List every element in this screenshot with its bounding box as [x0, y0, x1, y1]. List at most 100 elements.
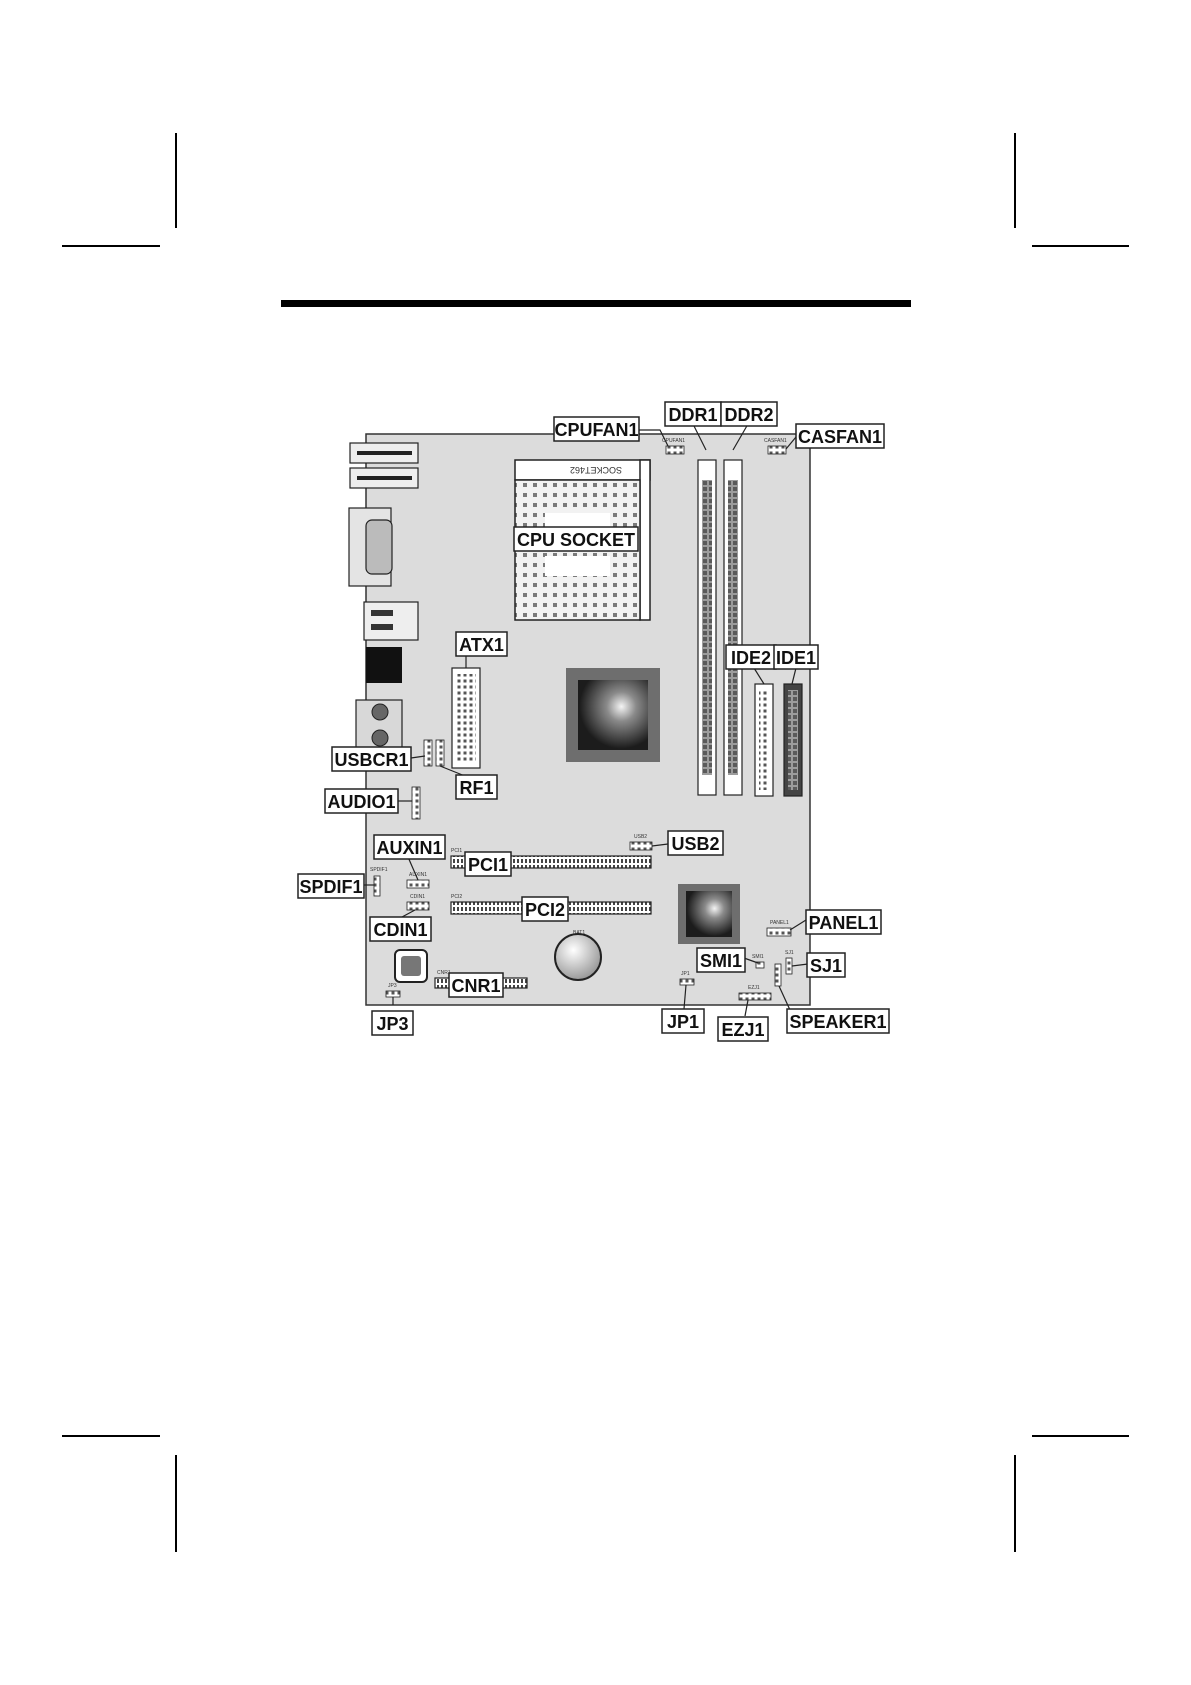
- auxin1-header: [407, 880, 429, 888]
- callout-pci1-text: PCI1: [468, 855, 508, 875]
- callout-ezj1-text: EZJ1: [721, 1020, 764, 1040]
- callout-cnr1: CNR1: [449, 973, 503, 997]
- callout-cdin1-text: CDIN1: [373, 920, 427, 940]
- callout-cpu-socket: CPU SOCKET: [514, 527, 638, 551]
- callout-panel1: PANEL1: [806, 910, 881, 934]
- callout-usb2: USB2: [668, 831, 723, 855]
- jp3-marking: JP3: [388, 983, 397, 989]
- ide1-connector-pins: [788, 690, 798, 790]
- callout-jp1-text: JP1: [667, 1012, 699, 1032]
- callout-casfan1: CASFAN1: [796, 424, 884, 448]
- usb-port-slot-2: [371, 624, 393, 630]
- socket-lever-arm: [640, 460, 650, 620]
- serial-port-connector: [366, 520, 392, 574]
- callout-smi1-text: SMI1: [700, 951, 742, 971]
- usb2-header: [630, 842, 652, 850]
- callout-cpu-socket-text: CPU SOCKET: [517, 530, 635, 550]
- usbcr1-header: [424, 740, 432, 766]
- ezj1-header: [739, 993, 771, 1000]
- callout-ddr2-text: DDR2: [724, 405, 773, 425]
- callout-jp1: JP1: [662, 1009, 704, 1033]
- callout-cpufan1-text: CPUFAN1: [554, 420, 638, 440]
- callout-ddr2: DDR2: [721, 402, 777, 426]
- sj1-jumper: [786, 958, 792, 974]
- jp3-jumper: [386, 991, 400, 997]
- rf1-header: [436, 740, 444, 766]
- north-bridge-die: [578, 680, 648, 750]
- socket-center-cavity-bottom: [545, 556, 610, 576]
- audio1-header: [412, 787, 420, 819]
- cdin1-header: [407, 902, 429, 910]
- atx-power-connector: [452, 668, 480, 768]
- pci1-marking: PCI1: [451, 848, 462, 854]
- atx-pins: [456, 674, 476, 762]
- ddr1-slot-pins: [702, 480, 712, 775]
- ps2-port-top-slot: [357, 451, 412, 455]
- smi1-marking: SMI1: [752, 954, 764, 960]
- callout-sj1: SJ1: [807, 953, 845, 977]
- usb-port-slot-1: [371, 610, 393, 616]
- callout-usbcr1-text: USBCR1: [334, 750, 408, 770]
- callout-audio1-text: AUDIO1: [327, 792, 395, 812]
- jp1-jumper: [680, 979, 694, 985]
- callout-cnr1-text: CNR1: [451, 976, 500, 996]
- callout-pci1: PCI1: [465, 852, 511, 876]
- callout-ddr1-text: DDR1: [668, 405, 717, 425]
- callout-rf1-text: RF1: [459, 778, 493, 798]
- bios-chip-inner: [401, 956, 421, 976]
- cmos-battery: [555, 934, 601, 980]
- casfan1-header: [768, 446, 786, 454]
- usb-port-stack: [364, 602, 418, 640]
- callout-smi1: SMI1: [697, 948, 745, 972]
- header-rule: [281, 300, 911, 307]
- cpufan1-header: [666, 446, 684, 454]
- callout-ddr1: DDR1: [665, 402, 721, 426]
- callout-cdin1: CDIN1: [370, 917, 431, 941]
- auxin1-marking: AUXIN1: [409, 872, 427, 878]
- panel1-marking: PANEL1: [770, 920, 789, 926]
- callout-pci2-text: PCI2: [525, 900, 565, 920]
- callout-jp3: JP3: [372, 1011, 413, 1035]
- usb2-marking: USB2: [634, 834, 647, 840]
- ps2-port-bottom-slot: [357, 476, 412, 480]
- callout-atx1-text: ATX1: [459, 635, 504, 655]
- callout-panel1-text: PANEL1: [809, 913, 879, 933]
- panel1-header: [767, 928, 791, 936]
- callout-pci2: PCI2: [522, 897, 568, 921]
- ddr2-slot-pins: [728, 480, 738, 775]
- callout-auxin1-text: AUXIN1: [376, 838, 442, 858]
- callout-jp3-text: JP3: [376, 1014, 408, 1034]
- cdin1-marking: CDIN1: [410, 894, 425, 900]
- callout-ide1-text: IDE1: [776, 648, 816, 668]
- callout-ide2-text: IDE2: [731, 648, 771, 668]
- callout-sj1-text: SJ1: [810, 956, 842, 976]
- callout-usbcr1: USBCR1: [332, 747, 411, 771]
- casfan1-marking: CASFAN1: [764, 438, 787, 444]
- lan-port: [366, 647, 402, 683]
- audio-jack-2: [372, 730, 388, 746]
- callout-casfan1-text: CASFAN1: [798, 427, 882, 447]
- speaker1-header: [775, 964, 781, 986]
- callout-spdif1-text: SPDIF1: [299, 877, 362, 897]
- callout-atx1: ATX1: [456, 632, 507, 656]
- callout-rf1: RF1: [456, 775, 497, 799]
- callout-usb2-text: USB2: [671, 834, 719, 854]
- spdif1-marking: SPDIF1: [370, 867, 388, 873]
- callout-auxin1: AUXIN1: [374, 835, 445, 859]
- jp1-marking: JP1: [681, 971, 690, 977]
- callout-speaker1-text: SPEAKER1: [789, 1012, 886, 1032]
- callout-speaker1: SPEAKER1: [787, 1009, 889, 1033]
- pci2-marking: PCI2: [451, 894, 462, 900]
- north-bridge-chip: [566, 668, 660, 762]
- callout-ide2: IDE2: [726, 645, 776, 669]
- callout-spdif1: SPDIF1: [298, 874, 364, 898]
- south-bridge-chip: [678, 884, 740, 944]
- callout-audio1: AUDIO1: [325, 789, 398, 813]
- spdif1-header: [374, 876, 380, 896]
- sj1-marking: SJ1: [785, 950, 794, 956]
- bat1-marking: BAT1: [573, 930, 585, 936]
- south-bridge-die: [686, 891, 732, 937]
- audio-jack-1: [372, 704, 388, 720]
- ezj1-marking: EZJ1: [748, 985, 760, 991]
